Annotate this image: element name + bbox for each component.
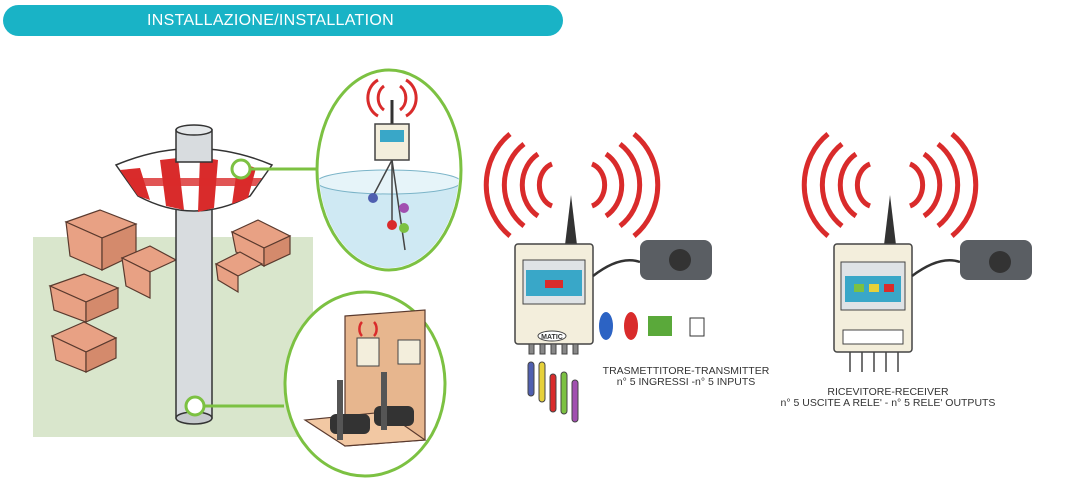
- pressure-switch-icon: [648, 316, 672, 336]
- pump: [330, 414, 370, 434]
- probe: [560, 371, 568, 415]
- tower-shaft: [175, 199, 213, 419]
- probe-set: [527, 343, 579, 423]
- receiver-caption-line1: RICEVITORE-RECEIVER: [827, 386, 949, 398]
- callout-point-base: [184, 395, 206, 417]
- receiver-device: [801, 132, 1032, 372]
- relay-icon: [689, 317, 705, 337]
- signal-waves-icon: [801, 132, 979, 238]
- float-sensor-icon: [624, 312, 638, 340]
- probe: [571, 379, 579, 423]
- house: [48, 273, 120, 323]
- probe: [527, 361, 535, 397]
- pump: [374, 406, 414, 426]
- tank-detail-callout: [315, 68, 463, 272]
- float-sensor-icon: [599, 312, 613, 340]
- float-sensor-icon: [399, 203, 409, 213]
- probe: [549, 373, 557, 413]
- header-title: INSTALLAZIONE/INSTALLATION: [147, 11, 394, 29]
- probe: [538, 361, 546, 403]
- relay-outputs: [849, 352, 899, 372]
- antenna-icon: [565, 195, 577, 245]
- signal-waves-icon: [366, 78, 418, 118]
- callout-point-tank: [230, 158, 252, 180]
- house: [120, 245, 178, 299]
- float-sensor-icon: [399, 223, 409, 233]
- house: [64, 209, 138, 271]
- house: [230, 219, 292, 267]
- transmitter-caption-line2: n° 5 INGRESSI -n° 5 INPUTS: [617, 376, 756, 388]
- brand-badge: MATIC: [541, 334, 563, 341]
- antenna-icon: [884, 195, 896, 245]
- header-banner: INSTALLAZIONE/INSTALLATION: [3, 5, 563, 36]
- float-sensor-icon: [368, 193, 378, 203]
- receiver-caption-line2: n° 5 USCITE A RELE' - n° 5 RELE' OUTPUTS: [781, 397, 996, 409]
- house: [214, 251, 264, 294]
- house: [50, 321, 118, 373]
- float-sensor-icon: [387, 220, 397, 230]
- transmitter-device: MATIC: [483, 132, 712, 423]
- transmitter-caption-line1: TRASMETTITORE-TRANSMITTER: [603, 365, 770, 377]
- signal-waves-icon: [483, 132, 661, 238]
- pump-detail-callout: [283, 290, 447, 478]
- water-tower-scene: [33, 124, 316, 437]
